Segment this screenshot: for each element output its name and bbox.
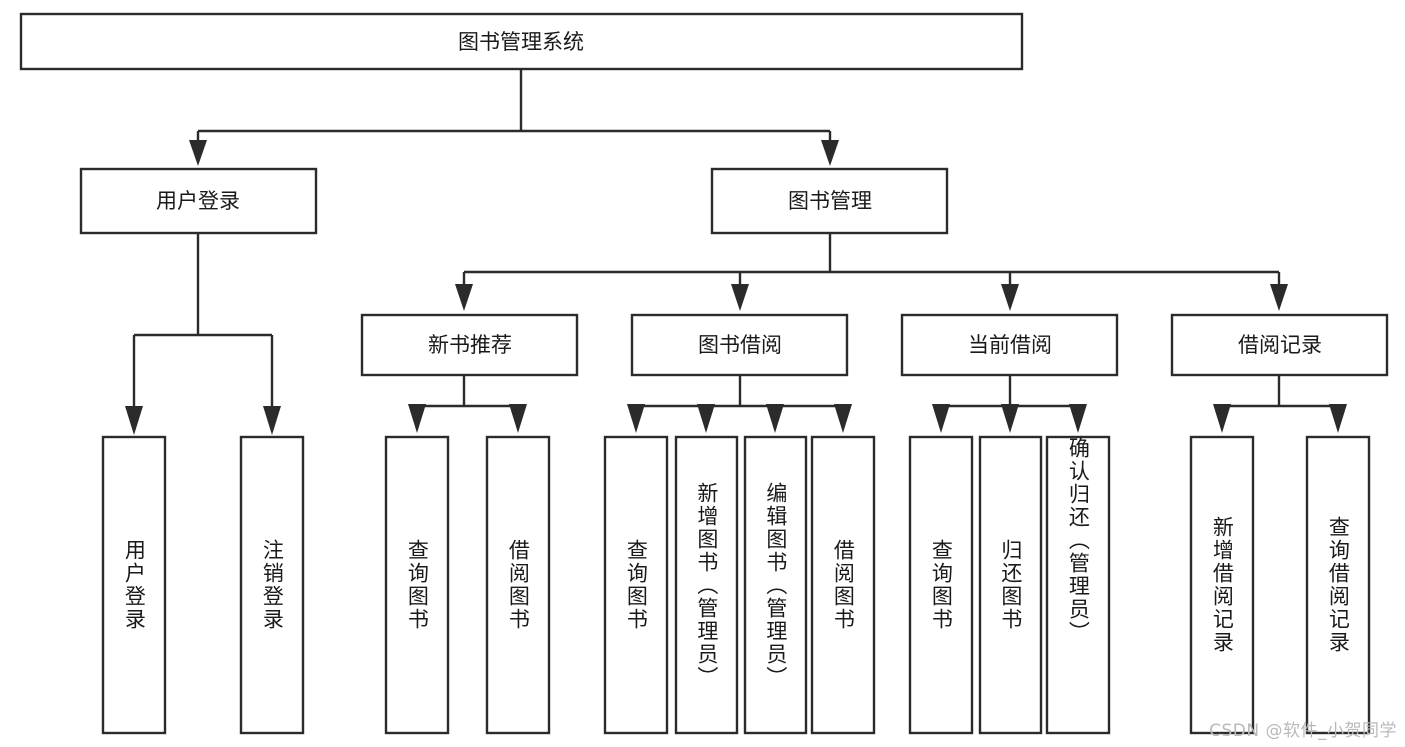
arrow-head-bb-leaf-1 [627, 404, 645, 433]
node-label-root: 图书管理系统 [458, 30, 584, 54]
node-label-current-borrow: 当前借阅 [968, 333, 1052, 357]
arrow-head-br-leaf-2 [1329, 404, 1347, 433]
arrow-head-current-borrow [1001, 284, 1019, 311]
arrow-head-bb-leaf-4 [834, 404, 852, 433]
leaf-box-new-book-0[interactable] [384, 435, 450, 735]
leaf-box-book-borrow-0[interactable] [603, 435, 669, 735]
arrow-head-new-book [455, 284, 473, 311]
node-box-borrow-record[interactable] [1170, 313, 1389, 377]
arrow-head-user-login [189, 140, 207, 166]
node-box-root[interactable] [19, 12, 1024, 71]
node-box-book-borrow[interactable] [630, 313, 849, 377]
arrow-head-nb-leaf-1 [408, 404, 426, 433]
arrow-head-leaf-user-login-1 [125, 406, 143, 435]
arrow-head-book-mgmt [821, 140, 839, 166]
node-box-new-book-recommend[interactable] [360, 313, 579, 377]
arrow-head-nb-leaf-2 [509, 404, 527, 433]
leaf-box-user-login-0[interactable] [101, 435, 167, 735]
arrow-head-bb-leaf-2 [697, 404, 715, 433]
leaf-box-book-borrow-1[interactable] [674, 435, 739, 735]
arrow-head-br-leaf-1 [1213, 404, 1231, 433]
arrow-head-cb-leaf-3 [1069, 404, 1087, 433]
arrow-head-leaf-user-login-2 [263, 406, 281, 435]
arrow-head-cb-leaf-1 [932, 404, 950, 433]
leaf-box-borrow-record-1[interactable] [1305, 435, 1371, 735]
node-label-borrow-record: 借阅记录 [1238, 333, 1322, 357]
leaf-box-user-login-1[interactable] [239, 435, 305, 735]
arrow-head-borrow-record [1270, 284, 1288, 311]
node-layer: 图书管理系统 用户登录 图书管理 新书推荐 图书借阅 当前借阅 借阅记录 [19, 12, 1389, 735]
leaf-box-book-borrow-3[interactable] [810, 435, 876, 735]
leaf-box-current-borrow-1[interactable] [978, 435, 1043, 735]
arrow-head-cb-leaf-2 [1001, 404, 1019, 433]
node-label-user-login: 用户登录 [156, 189, 240, 213]
arrow-head-book-borrow [731, 284, 749, 311]
arrow-head-bb-leaf-3 [766, 404, 784, 433]
leaf-box-new-book-1[interactable] [485, 435, 551, 735]
node-box-current-borrow[interactable] [900, 313, 1119, 377]
node-label-book-borrow: 图书借阅 [698, 333, 782, 357]
leaf-box-borrow-record-0[interactable] [1189, 435, 1255, 735]
leaf-box-current-borrow-0[interactable] [908, 435, 974, 735]
leaf-box-current-borrow-2[interactable] [1045, 435, 1111, 735]
node-label-book-management: 图书管理 [788, 189, 872, 213]
leaf-box-book-borrow-2[interactable] [743, 435, 808, 735]
node-box-book-management[interactable] [710, 167, 949, 235]
node-box-user-login[interactable] [79, 167, 318, 235]
connector-layer [125, 69, 1347, 435]
node-label-new-book-recommend: 新书推荐 [428, 333, 512, 357]
